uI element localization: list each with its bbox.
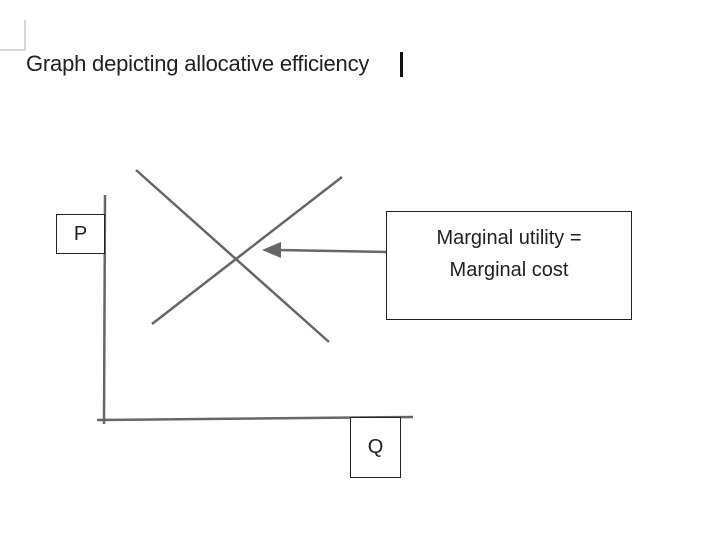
page-corner-mark: [0, 20, 26, 51]
supply-curve: [151, 176, 343, 325]
document-title[interactable]: Graph depicting allocative efficiency: [26, 51, 370, 76]
annotation-line-2: Marginal cost: [449, 259, 569, 281]
x-axis-label-box[interactable]: Q: [350, 417, 401, 478]
text-cursor: [400, 52, 403, 77]
demand-curve: [135, 169, 330, 343]
annotation-box[interactable]: Marginal utility = Marginal cost: [386, 211, 632, 320]
x-axis-label: Q: [367, 436, 384, 458]
y-axis-label: P: [73, 222, 88, 245]
arrow-head: [262, 242, 281, 258]
arrow-line: [277, 248, 387, 254]
annotation-line-1: Marginal utility =: [436, 227, 582, 249]
y-axis-label-box[interactable]: P: [56, 214, 105, 254]
